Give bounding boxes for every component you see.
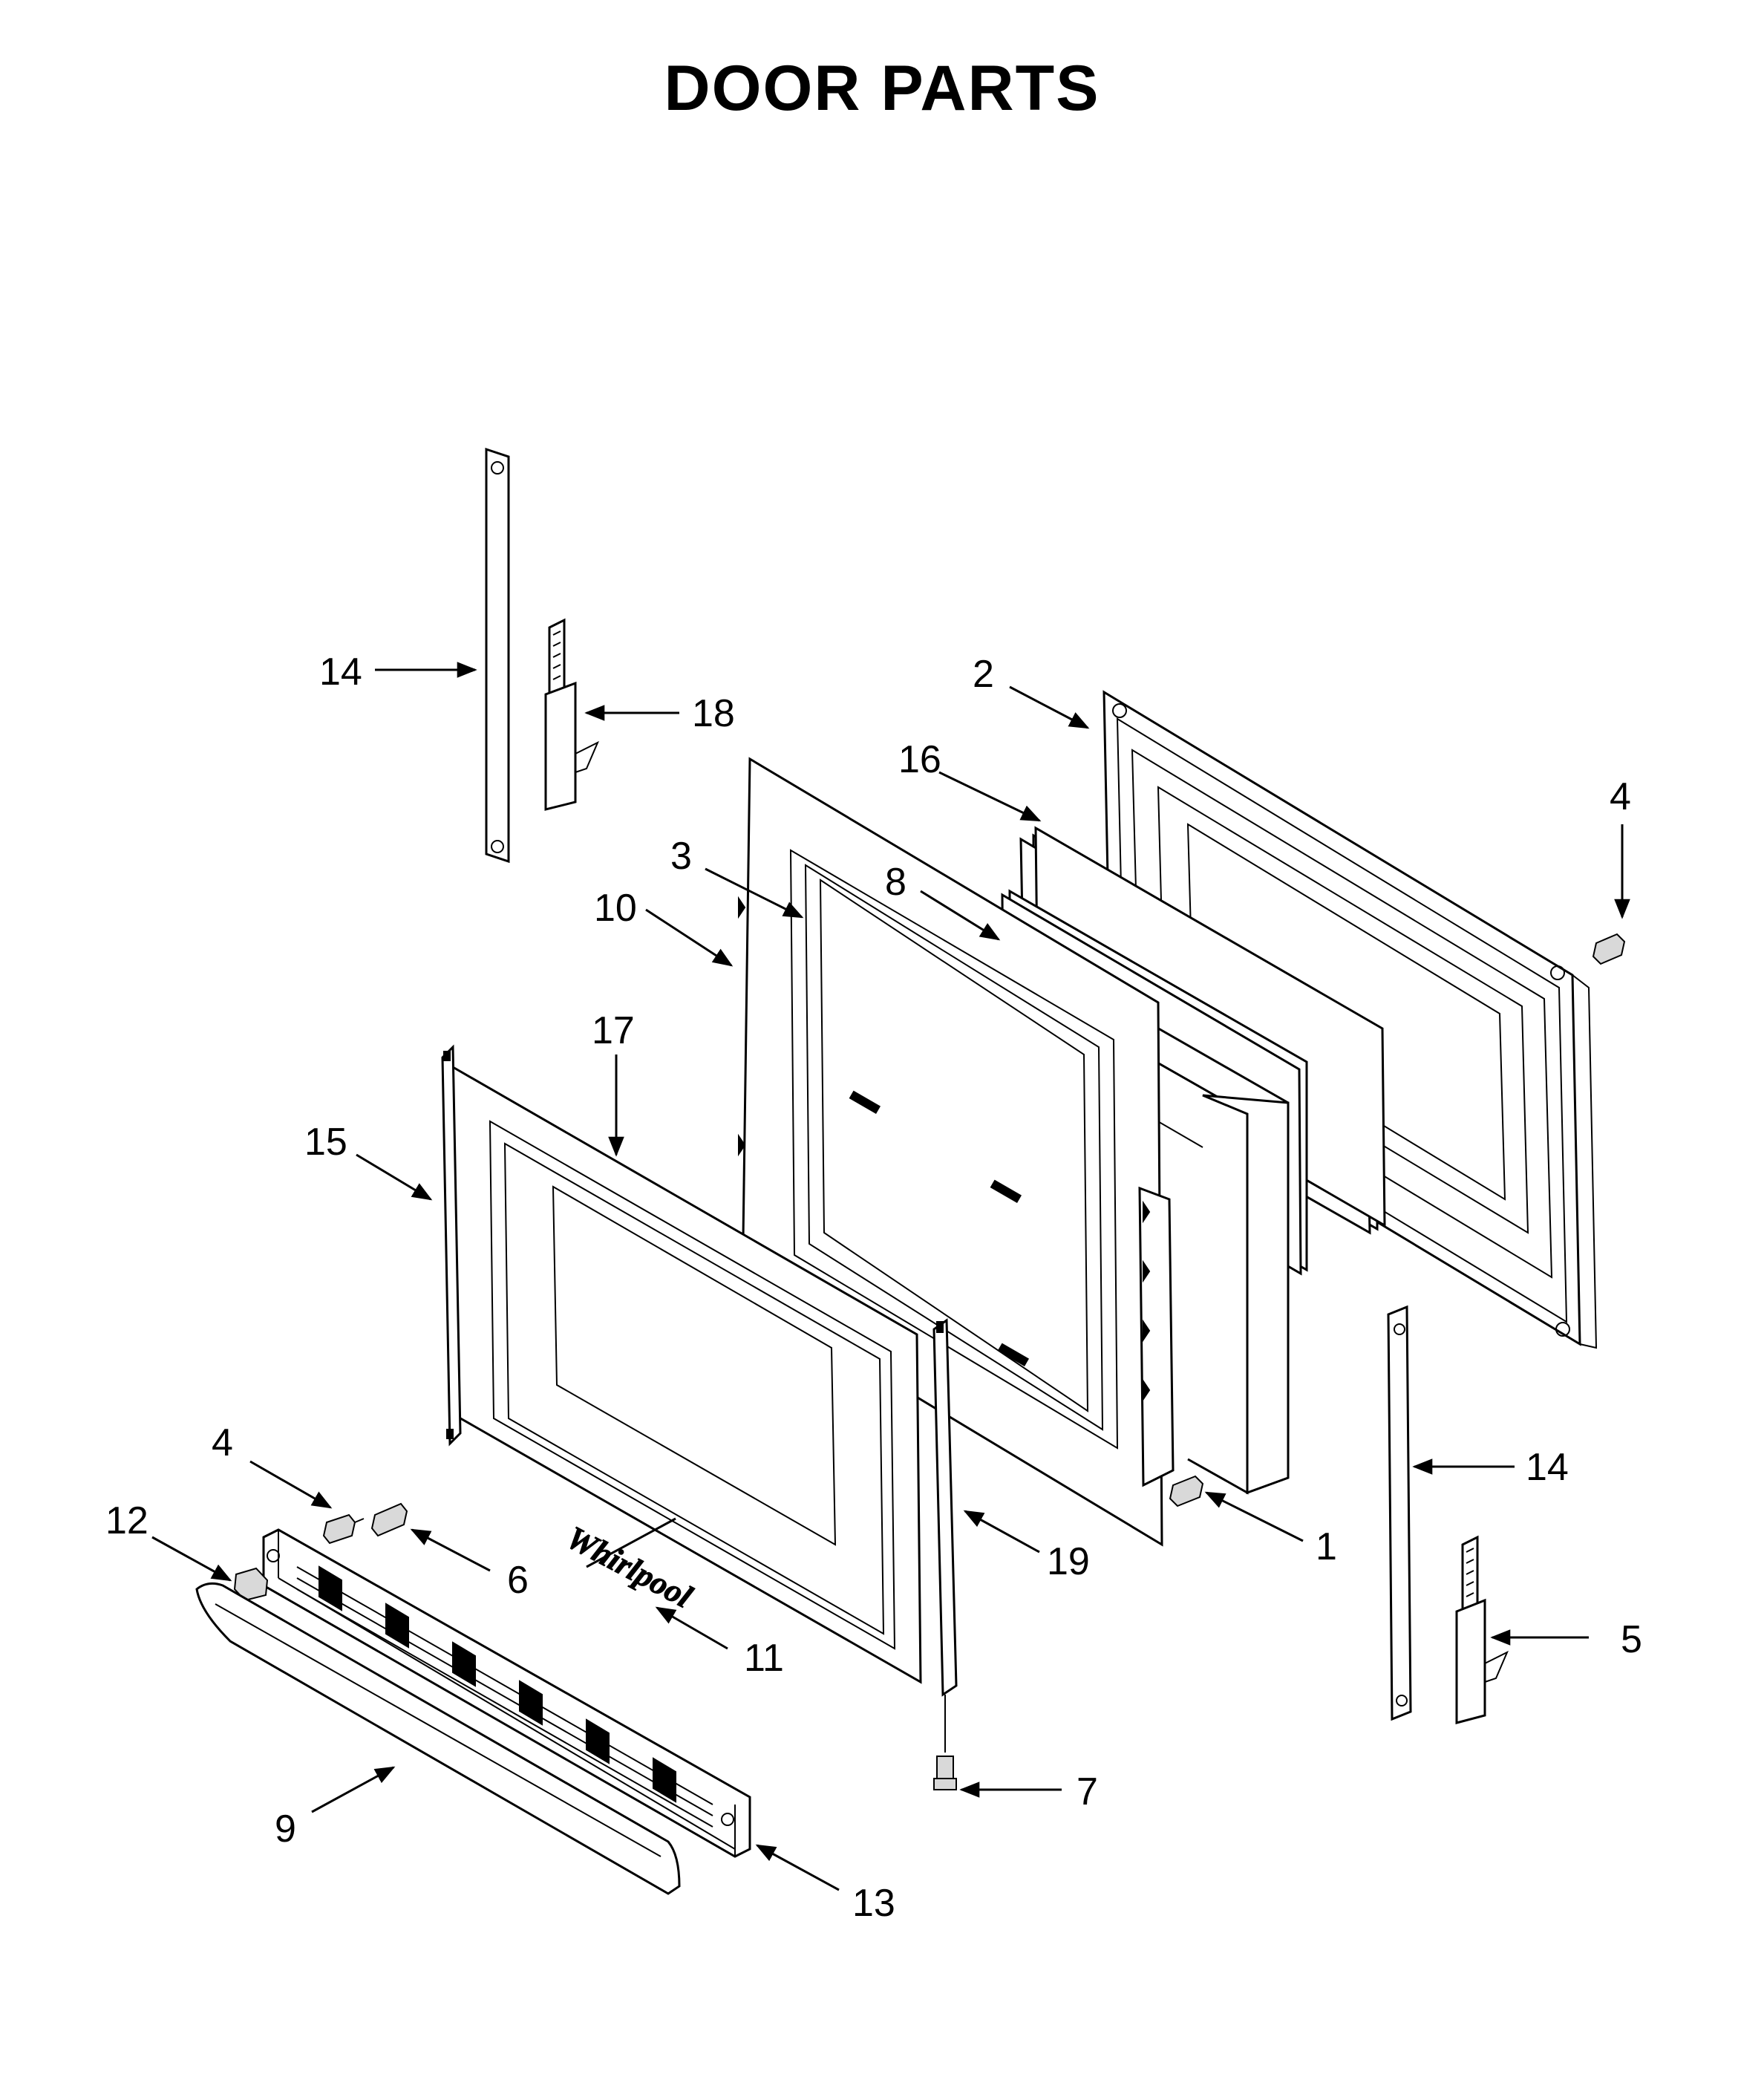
- callout-1: 1: [1316, 1525, 1337, 1568]
- page-title: DOOR PARTS: [664, 53, 1100, 124]
- hinge-support-right: [1387, 1305, 1412, 1721]
- callout-4-left: 4: [212, 1421, 233, 1464]
- callout-15: 15: [304, 1121, 347, 1164]
- screw-6: [370, 1502, 408, 1537]
- callout-17: 17: [592, 1009, 635, 1052]
- callout-5: 5: [1621, 1618, 1642, 1661]
- callout-16: 16: [898, 738, 941, 781]
- callout-19: 19: [1047, 1540, 1090, 1583]
- hinge-5: [1455, 1535, 1509, 1724]
- door-handle: [195, 1582, 681, 1895]
- screw-4-left: [322, 1513, 365, 1545]
- callout-10: 10: [594, 887, 637, 930]
- screw-7: [933, 1756, 957, 1790]
- callout-2: 2: [973, 653, 994, 696]
- callout-14-left: 14: [319, 651, 362, 694]
- callout-6: 6: [507, 1559, 529, 1602]
- callout-9: 9: [275, 1807, 296, 1851]
- callout-3: 3: [670, 835, 692, 878]
- callout-4-right: 4: [1610, 775, 1631, 818]
- screw-1: [1169, 1475, 1204, 1507]
- left-door-trim: [441, 1044, 462, 1447]
- callout-7: 7: [1077, 1770, 1098, 1813]
- callout-11: 11: [744, 1637, 784, 1680]
- callout-14-right: 14: [1526, 1446, 1569, 1489]
- callout-18: 18: [692, 692, 735, 735]
- callout-13: 13: [852, 1882, 895, 1925]
- right-door-trim: [932, 1318, 958, 1753]
- screw-4-right: [1592, 933, 1626, 965]
- handle-end-cap: [233, 1567, 269, 1602]
- callout-labels: 14 18 2 16 4 3 8 10 17 15 1 19 4 6 12 11…: [105, 651, 1642, 1925]
- hinge-18: [544, 618, 599, 811]
- callout-12: 12: [105, 1499, 148, 1542]
- leader-lines: [151, 662, 1630, 1891]
- callout-8: 8: [885, 861, 906, 904]
- hinge-support-left: [485, 447, 510, 864]
